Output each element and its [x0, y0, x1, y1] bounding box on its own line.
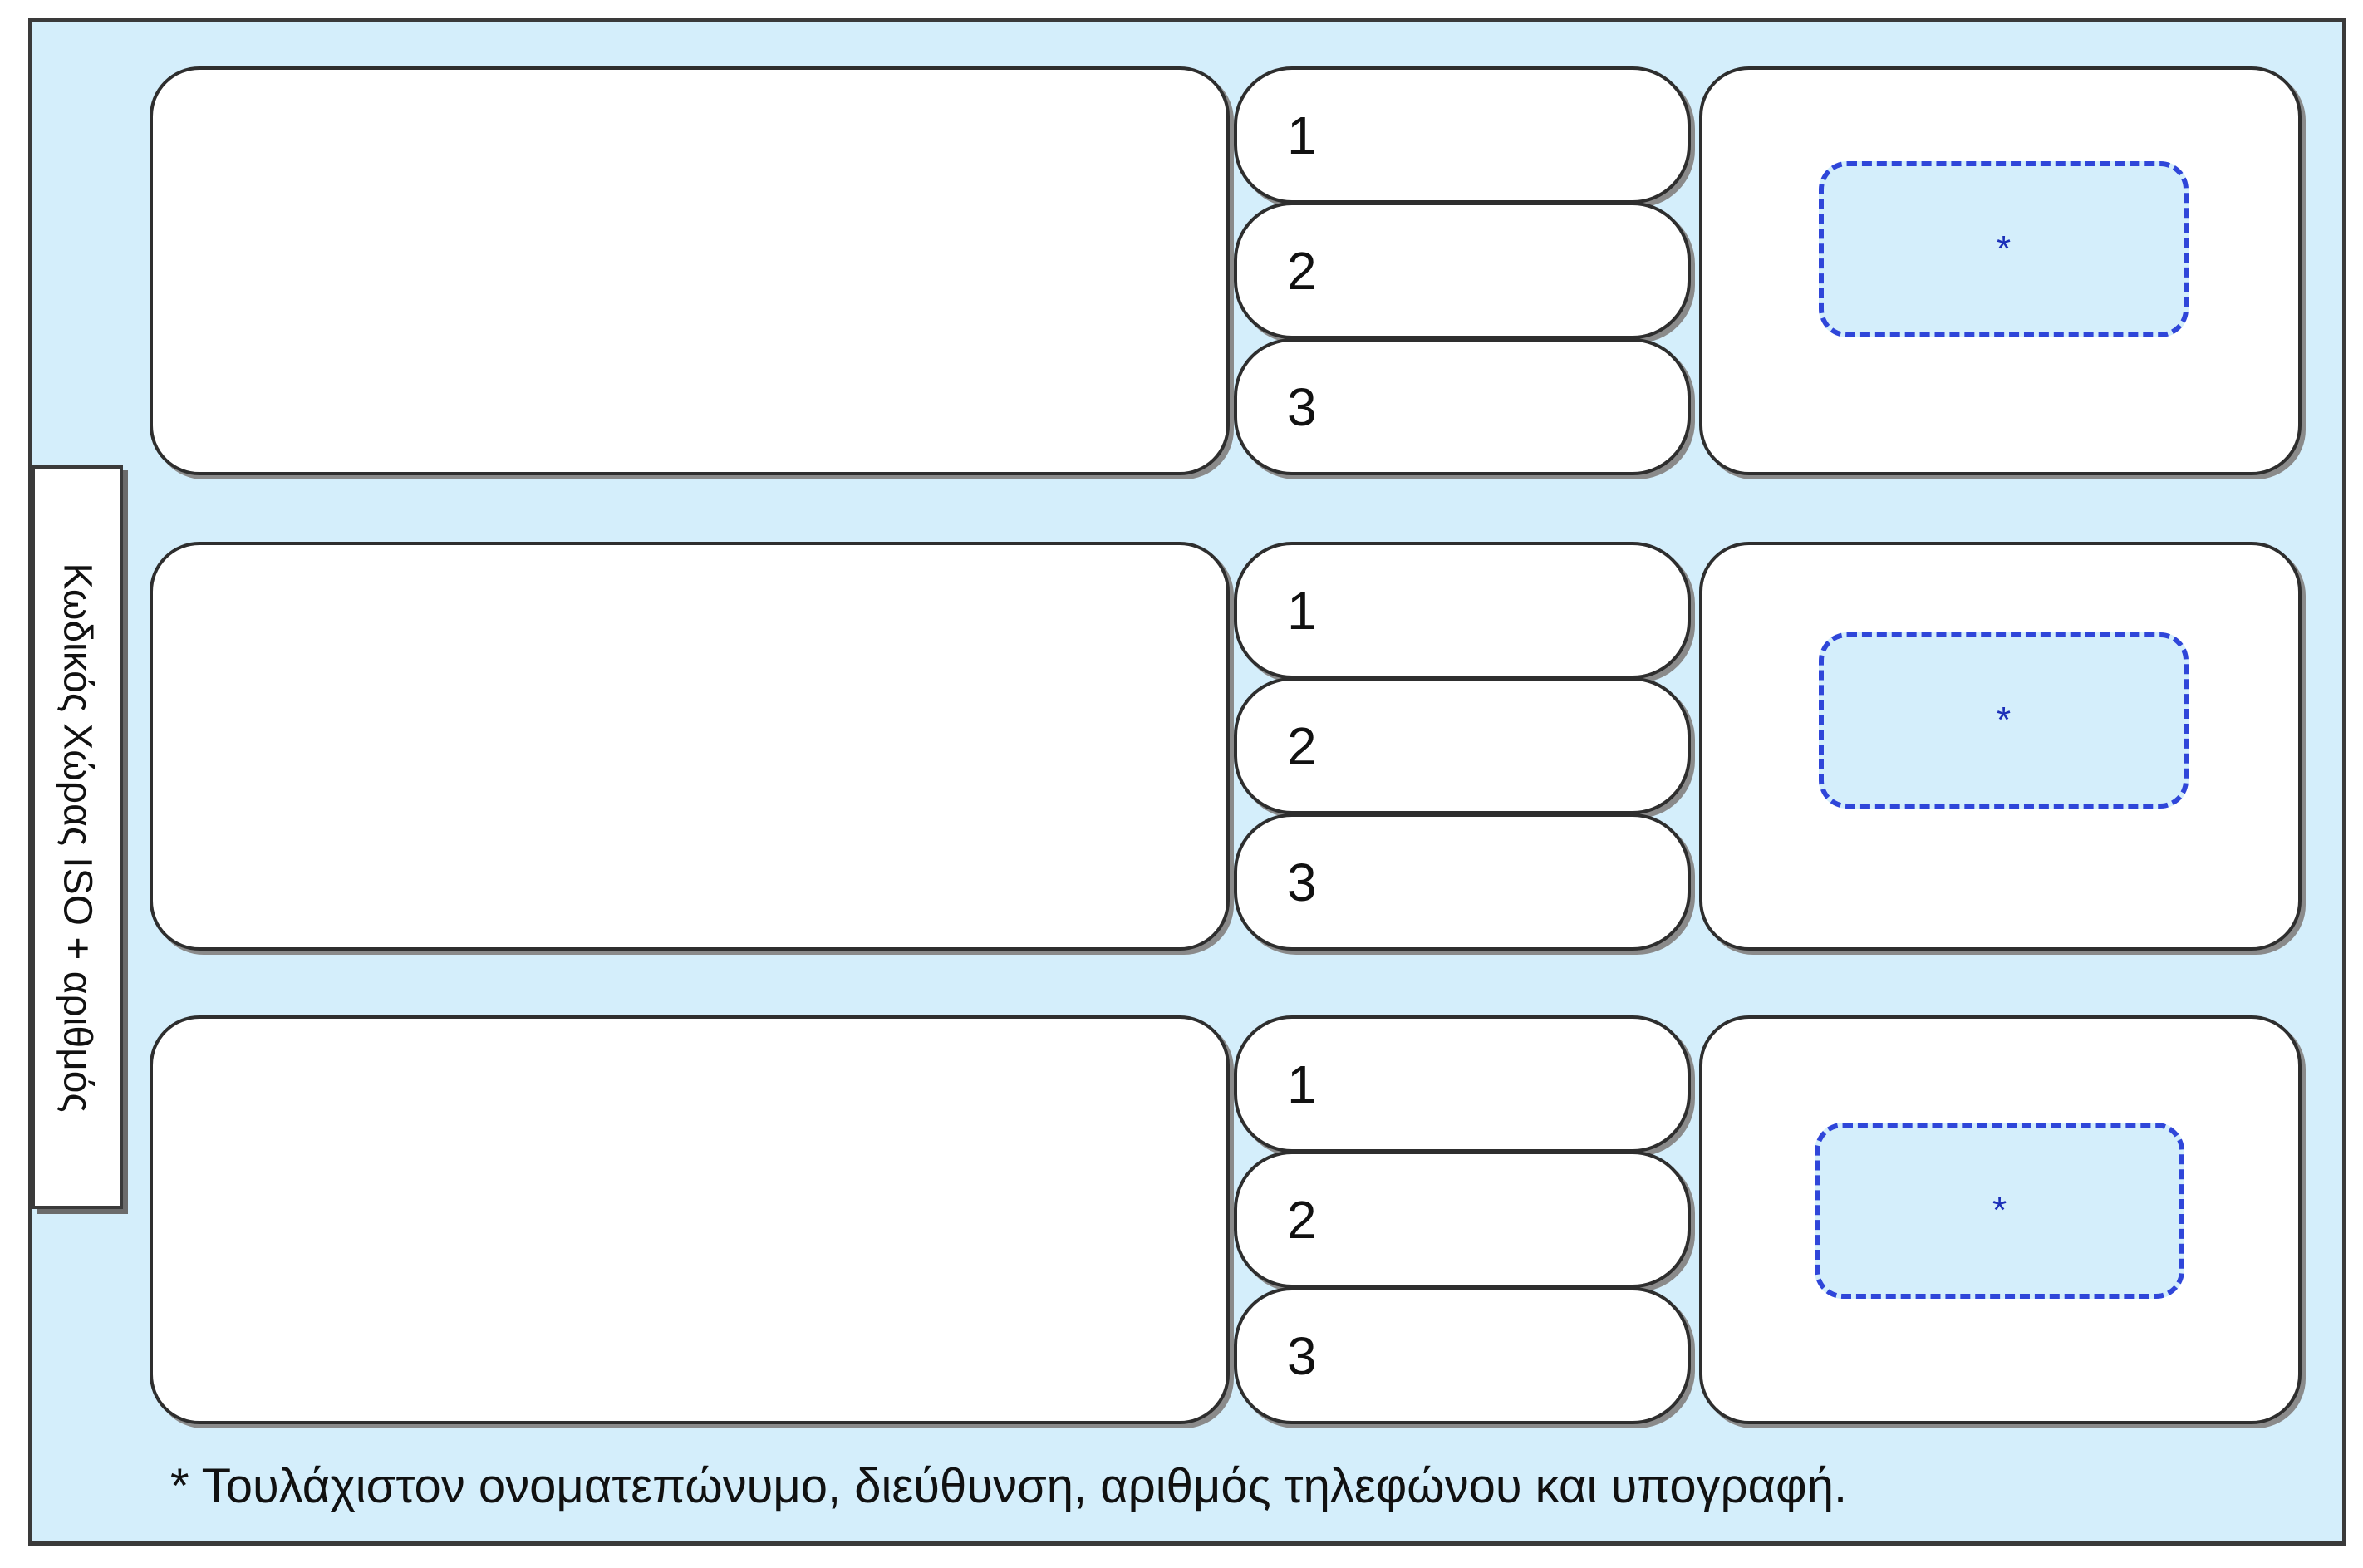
entry-number-label: 3: [1287, 376, 1317, 437]
entry-number-label: 1: [1287, 105, 1317, 165]
entry-row-1: 1 2 3 *: [150, 66, 2302, 478]
entry-number-label: 1: [1287, 580, 1317, 641]
entry-number-box-2: 2: [1234, 202, 1691, 339]
entry-number-box-3: 3: [1234, 338, 1691, 475]
entry-number-label: 3: [1287, 852, 1317, 912]
entry-number-box-1: 1: [1234, 1015, 1691, 1153]
entry-number-label: 2: [1287, 1189, 1317, 1250]
entry-number-label: 2: [1287, 240, 1317, 301]
entry-number-box-2: 2: [1234, 677, 1691, 814]
entry-number-box-1: 1: [1234, 542, 1691, 679]
entry-number-box-2: 2: [1234, 1151, 1691, 1288]
signature-dashed-area: *: [1819, 632, 2189, 809]
entry-main-box: [150, 66, 1230, 475]
entry-signature-box: *: [1699, 1015, 2302, 1424]
entry-signature-box: *: [1699, 66, 2302, 475]
entry-number-box-1: 1: [1234, 66, 1691, 204]
entry-signature-box: *: [1699, 542, 2302, 951]
footnote: * Τουλάχιστον ονοματεπώνυμο, διεύθυνση, …: [170, 1459, 1848, 1513]
entry-number-box-3: 3: [1234, 1287, 1691, 1424]
entry-number-label: 3: [1287, 1325, 1317, 1386]
entry-main-box: [150, 542, 1230, 951]
side-label-tab: Κωδικός Χώρας ISO + αριθμός: [32, 465, 123, 1209]
side-label-text: Κωδικός Χώρας ISO + αριθμός: [55, 562, 100, 1113]
asterisk-marker: *: [1996, 700, 2012, 740]
entry-number-box-3: 3: [1234, 813, 1691, 951]
entry-number-label: 1: [1287, 1054, 1317, 1114]
entry-row-2: 1 2 3 *: [150, 542, 2302, 953]
signature-dashed-area: *: [1819, 161, 2189, 337]
entry-number-label: 2: [1287, 715, 1317, 776]
asterisk-marker: *: [1992, 1190, 2007, 1231]
signature-dashed-area: *: [1815, 1123, 2184, 1299]
asterisk-marker: *: [1996, 229, 2012, 269]
entry-row-3: 1 2 3 *: [150, 1015, 2302, 1427]
entry-main-box: [150, 1015, 1230, 1424]
